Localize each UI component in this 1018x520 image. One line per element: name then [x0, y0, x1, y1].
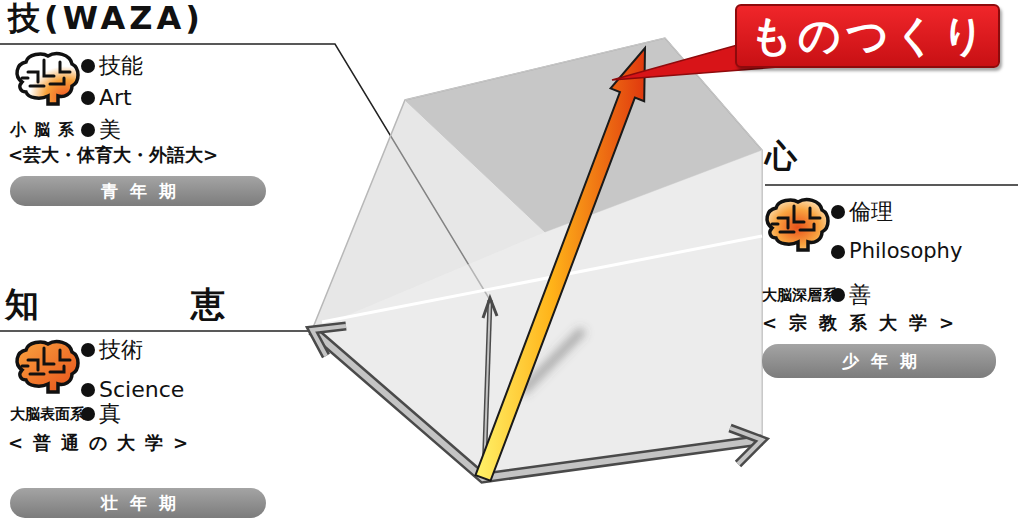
bullet-item: 真 [99, 403, 121, 425]
result-arrow [476, 48, 646, 481]
axis-head [312, 326, 346, 356]
section-heading: 技(WAZA) [8, 2, 204, 34]
prism-body [312, 38, 762, 478]
university-type: <芸大・体育大・外語大> [8, 146, 218, 164]
university-type: <宗教系大学> [762, 314, 966, 332]
bullet-item: 善 [849, 284, 871, 306]
axis-head [312, 326, 346, 356]
bullet-item: Science [99, 379, 184, 401]
axis-head [483, 298, 497, 318]
axis-head [730, 428, 762, 464]
university-type: <普通の大学> [8, 434, 198, 452]
bullet-item: 技術 [99, 339, 143, 361]
bullet-item: Art [99, 87, 132, 109]
brain-region: 小脳系 [10, 122, 82, 138]
leader-line [0, 330, 312, 332]
bullet [81, 123, 95, 137]
brain-region: 大脳表面系 [10, 407, 85, 422]
node-text: 少年期 [830, 353, 929, 370]
node-text: ものつくり [745, 15, 990, 57]
bullet-item: 技能 [99, 55, 143, 77]
stage-pill: 少年期 [762, 344, 996, 378]
stage-pill: 壮年期 [10, 488, 266, 518]
brain-icon [17, 342, 78, 392]
bullet [81, 91, 95, 105]
brain-icon [767, 200, 828, 250]
bullet-item: 倫理 [849, 201, 893, 223]
node-text: 壮年期 [89, 495, 188, 512]
callout-box: ものつくり [735, 4, 1000, 68]
bullet [81, 59, 95, 73]
bullet [831, 245, 845, 259]
axis-head [730, 428, 762, 464]
bullet [831, 205, 845, 219]
stage-pill: 青年期 [10, 176, 266, 206]
section-heading: 知恵 [5, 287, 377, 321]
brain-region: 大脳深層系 [762, 288, 837, 303]
brain-icon [17, 54, 78, 104]
section-heading: 心 [765, 140, 797, 172]
bullet [81, 343, 95, 357]
leader-line [765, 184, 1018, 186]
node-text: 青年期 [89, 183, 188, 200]
bullet-item: Philosophy [849, 241, 962, 262]
bullet-item: 美 [99, 119, 121, 141]
bullet [81, 383, 95, 397]
